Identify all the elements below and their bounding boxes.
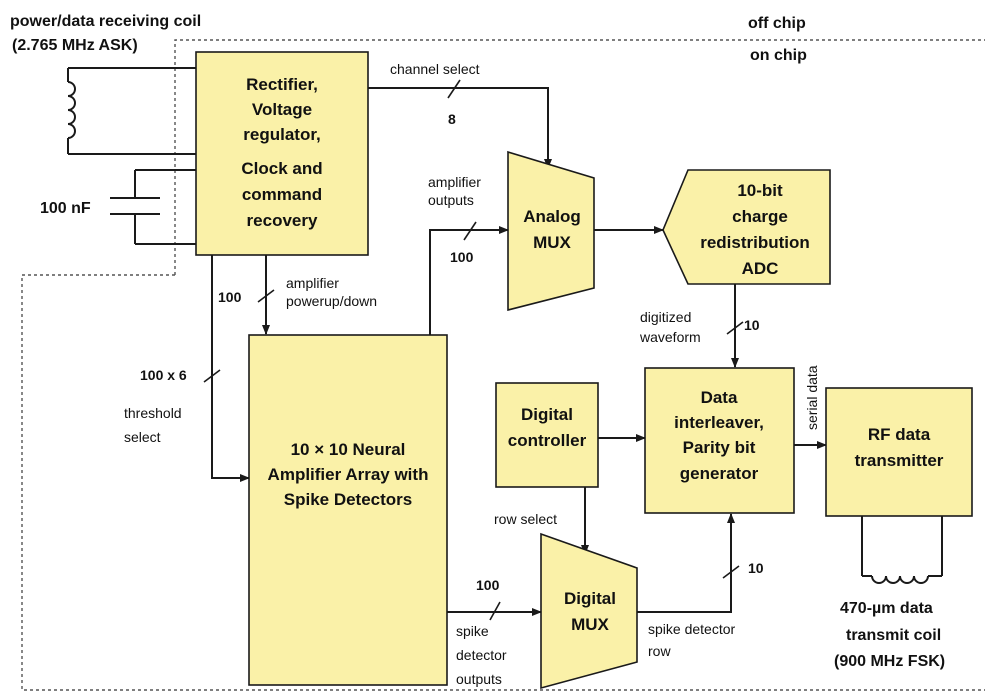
interleaver-line-2: interleaver, [674, 413, 764, 432]
channel-select-wire [368, 79, 552, 169]
spike-outputs-label-2: detector [456, 647, 507, 663]
rectifier-line-6: recovery [247, 211, 318, 230]
spike-row-label-1: spike detector [648, 621, 735, 637]
amp-array-line-2: Amplifier Array with [268, 465, 429, 484]
threshold-select-wire [203, 255, 250, 482]
tx-coil-label-2: transmit coil [846, 627, 941, 644]
amplifier-power-label-2: powerup/down [286, 293, 377, 309]
interleaver-block: Data interleaver, Parity bit generator [644, 367, 795, 514]
rectifier-block: Rectifier, Voltage regulator, Clock and … [195, 51, 369, 256]
threshold-width: 100 x 6 [140, 367, 187, 383]
digital-controller-line-1: Digital [521, 405, 573, 424]
spike-outputs-wire [447, 601, 542, 621]
adc-line-1: 10-bit [737, 181, 783, 200]
channel-select-label: channel select [390, 61, 480, 77]
off-chip-label: off chip [748, 15, 806, 32]
digital-controller-block: Digital controller [495, 382, 599, 488]
digital-mux-block: Digital MUX [540, 532, 638, 690]
capacitor-icon [110, 169, 200, 245]
rectifier-line-2: Voltage [252, 100, 312, 119]
digitized-waveform-wire [726, 284, 744, 368]
rf-tx-line-2: transmitter [855, 451, 944, 470]
analog-mux-block: Analog MUX [507, 150, 595, 312]
amp-array-line-3: Spike Detectors [284, 490, 413, 509]
digitized-label-2: waveform [639, 329, 701, 345]
threshold-label-1: threshold [124, 405, 182, 421]
amplifier-outputs-wire [429, 221, 509, 335]
capacitor-label: 100 nF [40, 200, 91, 217]
adc-line-4: ADC [742, 259, 779, 278]
spike-row-wire [637, 513, 740, 613]
amplifier-power-wire [257, 255, 275, 335]
rf-transmitter-block: RF data transmitter [825, 387, 973, 517]
amp-array-line-1: 10 × 10 Neural [291, 440, 406, 459]
interleaver-line-1: Data [701, 388, 738, 407]
interleaver-line-4: generator [680, 464, 759, 483]
rectifier-line-1: Rectifier, [246, 75, 318, 94]
analog-mux-line-2: MUX [533, 233, 571, 252]
tx-coil-label-3: (900 MHz FSK) [834, 653, 945, 670]
interleaver-line-3: Parity bit [683, 438, 756, 457]
channel-select-width: 8 [448, 111, 456, 127]
receiving-coil-label-2: (2.765 MHz ASK) [12, 37, 138, 54]
spike-outputs-label-3: outputs [456, 671, 502, 687]
digital-controller-line-2: controller [508, 431, 587, 450]
spike-row-label-2: row [648, 643, 671, 659]
row-select-label: row select [494, 511, 557, 527]
digital-mux-line-1: Digital [564, 589, 616, 608]
receiving-coil-label-1: power/data receiving coil [10, 13, 201, 30]
rectifier-line-4: Clock and [241, 159, 322, 178]
adc-block: 10-bit charge redistribution ADC [662, 169, 831, 285]
threshold-label-2: select [124, 429, 161, 445]
digital-mux-line-2: MUX [571, 615, 609, 634]
amplifier-outputs-label-1: amplifier [428, 174, 481, 190]
digitized-width: 10 [744, 317, 760, 333]
adc-line-2: charge [732, 207, 788, 226]
rf-tx-line-1: RF data [868, 425, 931, 444]
amplifier-array-block: 10 × 10 Neural Amplifier Array with Spik… [248, 334, 448, 686]
serial-data-label: serial data [804, 365, 820, 430]
amplifier-outputs-label-2: outputs [428, 192, 474, 208]
adc-line-3: redistribution [700, 233, 810, 252]
chip-boundary [21, 39, 985, 691]
spike-outputs-label-1: spike [456, 623, 489, 639]
on-chip-label: on chip [750, 47, 807, 64]
digitized-label-1: digitized [640, 309, 691, 325]
amplifier-power-label-1: amplifier [286, 275, 339, 291]
rectifier-line-5: command [242, 185, 322, 204]
spike-outputs-width: 100 [476, 577, 500, 593]
amplifier-outputs-width: 100 [450, 249, 474, 265]
spike-row-width: 10 [748, 560, 764, 576]
analog-mux-line-1: Analog [523, 207, 581, 226]
transmit-coil-icon [861, 516, 943, 584]
rectifier-line-3: regulator, [243, 125, 320, 144]
receiving-coil-icon [67, 67, 200, 155]
tx-coil-label-1: 470-µm data [840, 600, 933, 617]
amplifier-power-width: 100 [218, 289, 242, 305]
